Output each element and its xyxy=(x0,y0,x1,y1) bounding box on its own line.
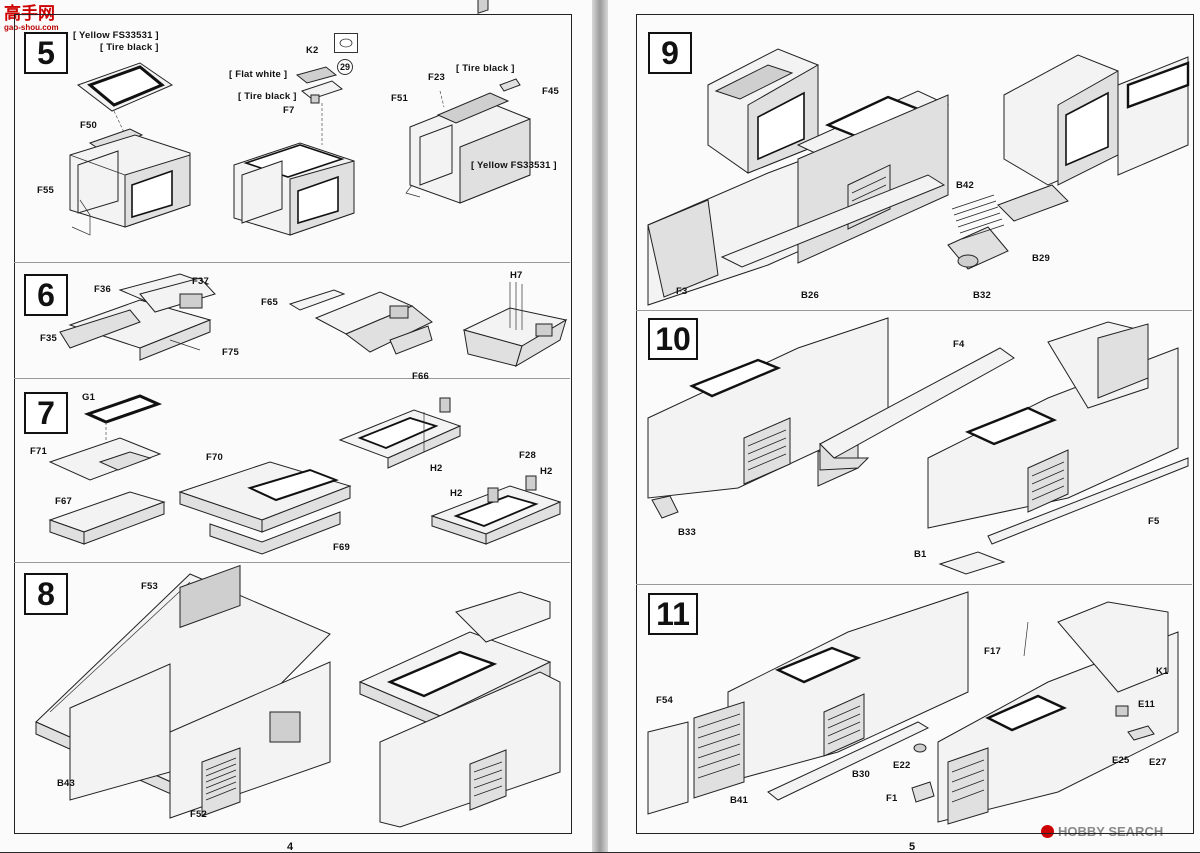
step-10-illustration xyxy=(648,318,1188,580)
part-label-h7: H7 xyxy=(510,270,523,281)
part-sketch-icon xyxy=(339,38,353,48)
part-label-f5: F5 xyxy=(1148,516,1160,527)
part-label-f1: F1 xyxy=(886,793,898,804)
step-7-number: 7 xyxy=(24,392,68,434)
step-5-number: 5 xyxy=(24,32,68,74)
part-label-f71: F71 xyxy=(30,446,47,457)
label-yellow-fs33531-2: [ Yellow FS33531 ] xyxy=(471,160,557,171)
part-label-b43: B43 xyxy=(57,778,76,789)
part-label-f65: F65 xyxy=(261,297,278,308)
part-label-b33: B33 xyxy=(678,527,697,538)
part-label-f28: F28 xyxy=(519,450,536,461)
label-yellow-fs33531: [ Yellow FS33531 ] xyxy=(73,30,159,41)
label-tire-black-2: [ Tire black ] xyxy=(238,91,297,102)
part-label-f66: F66 xyxy=(412,371,429,382)
part-label-h2-left: H2 xyxy=(450,488,463,499)
step-11-number: 11 xyxy=(648,593,698,635)
divider xyxy=(14,262,570,263)
divider xyxy=(636,310,1192,311)
part-label-f75: F75 xyxy=(222,347,239,358)
part-label-f53: F53 xyxy=(141,581,158,592)
part-label-h2: H2 xyxy=(430,463,443,474)
left-page-frame xyxy=(14,14,572,834)
page-number-right: 5 xyxy=(909,841,916,853)
step-5-illustration xyxy=(60,0,590,260)
part-label-f45: F45 xyxy=(542,86,559,97)
part-label-e27: E27 xyxy=(1149,757,1167,768)
part-label-f4: F4 xyxy=(953,339,965,350)
right-page-frame xyxy=(636,14,1194,834)
part-label-e25: E25 xyxy=(1112,755,1130,766)
part-label-f50: F50 xyxy=(80,120,97,131)
label-tire-black-3: [ Tire black ] xyxy=(456,63,515,74)
page-number-left: 4 xyxy=(287,841,294,853)
part-label-f52: F52 xyxy=(190,809,207,820)
grille-b42 xyxy=(952,195,1004,239)
part-label-f36: F36 xyxy=(94,284,111,295)
part-label-b41: B41 xyxy=(730,795,749,806)
part-label-f55: F55 xyxy=(37,185,54,196)
part-label-f3: F3 xyxy=(676,286,688,297)
part-label-f37: F37 xyxy=(192,276,209,287)
part-label-b30: B30 xyxy=(852,769,871,780)
circled-number-29: 29 xyxy=(337,59,353,75)
part-label-f7: F7 xyxy=(283,105,295,116)
part-label-f35: F35 xyxy=(40,333,57,344)
part-label-f67: F67 xyxy=(55,496,72,507)
part-label-f54: F54 xyxy=(656,695,673,706)
part-label-e22: E22 xyxy=(893,760,911,771)
part-label-f17: F17 xyxy=(984,646,1001,657)
step-6-number: 6 xyxy=(24,274,68,316)
part-label-f69: F69 xyxy=(333,542,350,553)
divider xyxy=(14,562,570,563)
step-8-number: 8 xyxy=(24,573,68,615)
site-watermark-logo: 高手网 gao-shou.com xyxy=(4,4,59,33)
part-label-b29: B29 xyxy=(1032,253,1051,264)
part-label-k2: K2 xyxy=(306,45,319,56)
page-gutter xyxy=(592,0,608,852)
watermark-chars: 高手网 xyxy=(4,4,55,23)
step-9-illustration xyxy=(648,35,1188,310)
step-8-illustration xyxy=(30,572,575,827)
part-label-h2-right: H2 xyxy=(540,466,553,477)
step-10-number: 10 xyxy=(648,318,698,360)
grille-lines xyxy=(206,758,236,800)
part-label-b32: B32 xyxy=(973,290,992,301)
step-11-illustration xyxy=(648,592,1188,827)
divider xyxy=(14,378,570,379)
part-label-b26: B26 xyxy=(801,290,820,301)
label-flat-white: [ Flat white ] xyxy=(229,69,288,80)
step-7-illustration xyxy=(40,392,580,562)
step-6-illustration xyxy=(40,270,580,375)
hobby-search-logo-icon xyxy=(1041,825,1054,838)
hobby-search-watermark: HOBBY SEARCH xyxy=(1041,824,1163,839)
part-label-b1: B1 xyxy=(914,549,927,560)
part-label-b42: B42 xyxy=(956,180,975,191)
part-label-e11: E11 xyxy=(1138,699,1155,710)
divider xyxy=(636,584,1192,585)
label-tire-black: [ Tire black ] xyxy=(100,42,159,53)
step-9-number: 9 xyxy=(648,32,692,74)
part-label-g1: G1 xyxy=(82,392,96,403)
watermark-text: HOBBY SEARCH xyxy=(1058,824,1164,839)
watermark-url: gao-shou.com xyxy=(4,23,59,32)
grille-b41 xyxy=(698,714,740,778)
part-label-f51: F51 xyxy=(391,93,408,104)
part-label-f70: F70 xyxy=(206,452,223,463)
part-label-f23: F23 xyxy=(428,72,445,83)
part-label-k1: K1 xyxy=(1156,666,1169,677)
detail-inset-box xyxy=(334,33,358,53)
